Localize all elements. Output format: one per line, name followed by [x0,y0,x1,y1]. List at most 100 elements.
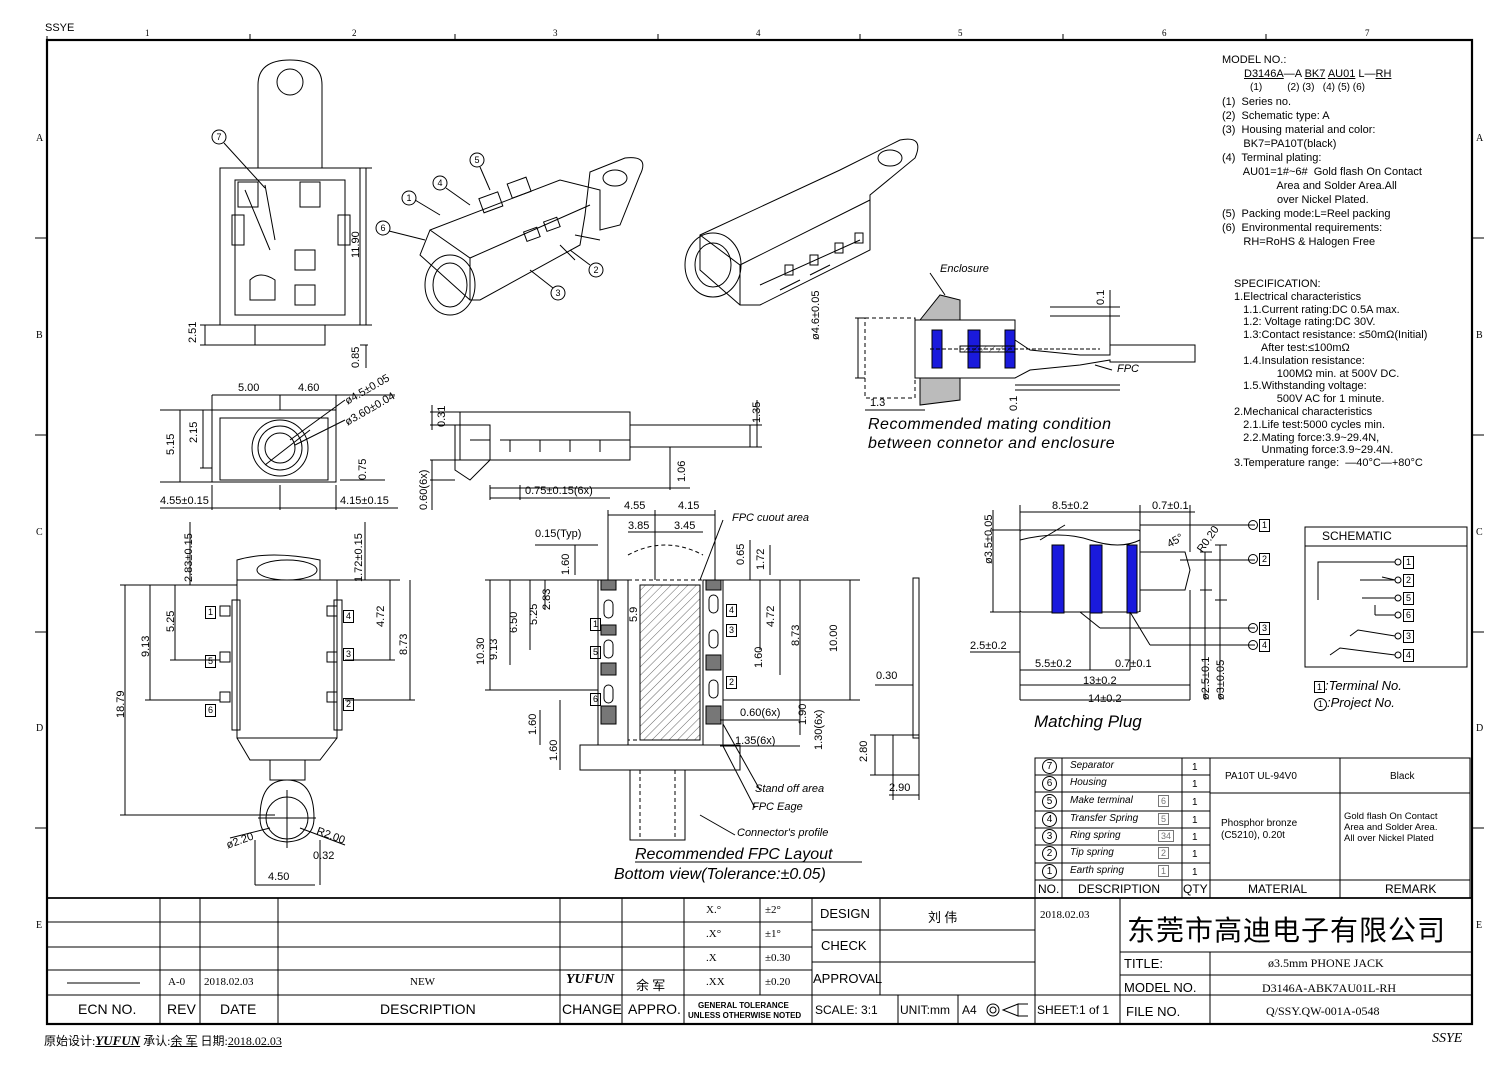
bom-remark-2c: All over Nickel Plated [1344,833,1434,844]
bom-row-no: 7 [1042,759,1057,774]
model-code-l: L— [1358,68,1376,80]
bom-material-1: PA10T UL-94V0 [1225,771,1297,782]
unit-label: UNIT:mm [900,1003,950,1017]
sheet-label: SHEET:1 of 1 [1037,1003,1110,1017]
model-line: (4) Terminal plating: [1222,152,1322,164]
footer-date-label: 日期: [200,1034,228,1048]
fpc-side-dim-2-90: 2.90 [889,782,911,794]
tolerance-value: ±1° [765,928,781,940]
bottom-dim-4-50: 4.50 [268,871,290,883]
fpc-dim: 2.83 [541,588,553,610]
front-dim-4-55: 4.55±0.15 [160,495,209,507]
model-line: (6) Environmental requirements: [1222,222,1383,234]
fpc-pin-2: 2 [726,676,738,689]
spec-line: 1.2: Voltage rating:DC 30V. [1234,316,1376,329]
model-index-line: (1) (2) (3) (4) (5) (6) [1250,82,1366,93]
legend-terminal-text: :Terminal No. [1325,678,1402,693]
model-code-bk7: BK7 [1304,68,1326,80]
grid-row-a-right: A [1476,133,1484,144]
grid-row-d-right: D [1476,723,1484,734]
spec-line: 1.5.Withstanding voltage: [1234,380,1367,393]
bottom-pin-1: 1 [205,606,217,619]
bom-row-no: 2 [1042,846,1057,861]
model-code: D3146A—A BK7 AU01 L—RH [1222,67,1422,81]
fpc-profile-label: Connector's profile [737,827,829,839]
front-dim-4-15: 4.15±0.15 [340,495,389,507]
plug-terminal-circle [1248,640,1258,650]
bom-row-description: Earth spring [1070,865,1124,876]
bottom-dim-5-25: 5.25 [165,610,177,632]
model-line: BK7=PA10T(black) [1222,138,1337,150]
fpc-caption-line1: Recommended FPC Layout [635,846,833,863]
date-header: DATE [220,1001,257,1017]
grid-col-5: 5 [958,28,963,38]
schematic-pin-1: 1 [1403,556,1415,569]
approval-header: APPRO. [628,1001,681,1017]
plug-dim-0-7-bottom: 0.7±0.1 [1115,658,1152,670]
bom-header-no: NO. [1038,882,1060,896]
mating-dim-0-1-bottom: 0.1 [1008,395,1020,411]
grid-row-c: C [36,527,43,538]
approval-label: APPROVAL [813,971,883,986]
fpc-dim: 0.65 [735,543,747,565]
footer-approver: 余 军 [170,1034,198,1048]
legend-terminal: 1:Terminal No. [1314,678,1402,693]
plug-dim-2-5: 2.5±0.2 [970,640,1007,652]
fpc-dim: 4.15 [678,500,700,512]
fpc-standoff-label: Stand off area [755,783,825,795]
bom-row-no: 5 [1042,794,1057,809]
fpc-dim: 5.25 [528,603,540,625]
design-label: DESIGN [820,906,870,921]
top-dim-0-85: 0.85 [350,346,362,368]
model-line: (5) Packing mode:L=Reel packing [1222,208,1391,220]
side-dim-1-35: 1.35 [751,401,763,423]
bom-row-no: 3 [1042,829,1057,844]
grid-row-d: D [36,723,44,734]
top-dim-11-90: 11.90 [350,231,362,258]
bottom-pin-4: 4 [343,610,355,623]
fpc-dim: 9.13 [488,638,500,660]
file-no-value: Q/SSY.QW-001A-0548 [1266,1004,1380,1018]
bom-row-description: Ring spring [1070,830,1121,841]
rev-date-value: 2018.02.03 [204,976,254,988]
mating-caption-line2: between connetor and enclosure [868,435,1116,452]
fpc-pin-4: 4 [726,604,738,617]
legend-project: 1:Project No. [1314,695,1395,711]
bom-row-terminal: 1 [1158,865,1170,877]
rev-description-value: NEW [410,976,436,988]
model-code-dash: —A [1283,68,1302,80]
bottom-dim-1-72: 1.72±0.15 [353,533,365,582]
model-line: Area and Solder Area.All [1222,180,1397,192]
bom-remark-2a: Gold flash On Contact [1344,811,1438,822]
fpc-pin-3: 3 [726,624,738,637]
mating-dim-0-1-top: 0.1 [1095,289,1107,305]
plug-dim-dia35: ø3.5±0.05 [983,514,995,564]
tolerance-value: ±0.30 [765,952,791,964]
bom-row-description: Make terminal [1070,795,1133,806]
spec-line: 2.1.Life test:5000 cycles min. [1234,418,1386,431]
footer-date: 2018.02.03 [227,1034,282,1048]
spec-line: 1.1.Current rating:DC 0.5A max. [1234,303,1400,316]
spec-line: 3.Temperature range: —40°C—+80°C [1234,457,1423,470]
model-line: (2) Schematic type: A [1222,110,1330,122]
plug-dim-dia25: ø2.5±0.1 [1200,656,1212,700]
tolerance-spec: .X° [706,928,722,940]
header-partial-label: SSYE [45,22,75,34]
model-code-au01: AU01 [1327,68,1356,80]
bottom-dim-4-72: 4.72 [375,605,387,627]
rev-approver-value: 余 军 [636,978,666,993]
plug-dim-13: 13±0.2 [1083,675,1117,687]
scale-label: SCALE: 3:1 [815,1003,878,1017]
model-code-main: D3146A [1244,68,1284,80]
fpc-pin-6: 6 [590,693,602,706]
mating-enclosure-label: Enclosure [940,263,989,275]
grid-row-b-right: B [1476,330,1483,341]
rev-change-value: YUFUN [566,972,615,987]
bom-row-terminal: 2 [1158,847,1170,859]
mating-diameter-dim: ø4.6±0.05 [810,290,822,340]
fpc-cutout-label: FPC cuout area [732,512,810,524]
rev-value: A-0 [168,976,186,988]
bom-material-2b: (C5210), 0.20t [1221,830,1285,841]
bom-row-description: Tip spring [1070,847,1114,858]
